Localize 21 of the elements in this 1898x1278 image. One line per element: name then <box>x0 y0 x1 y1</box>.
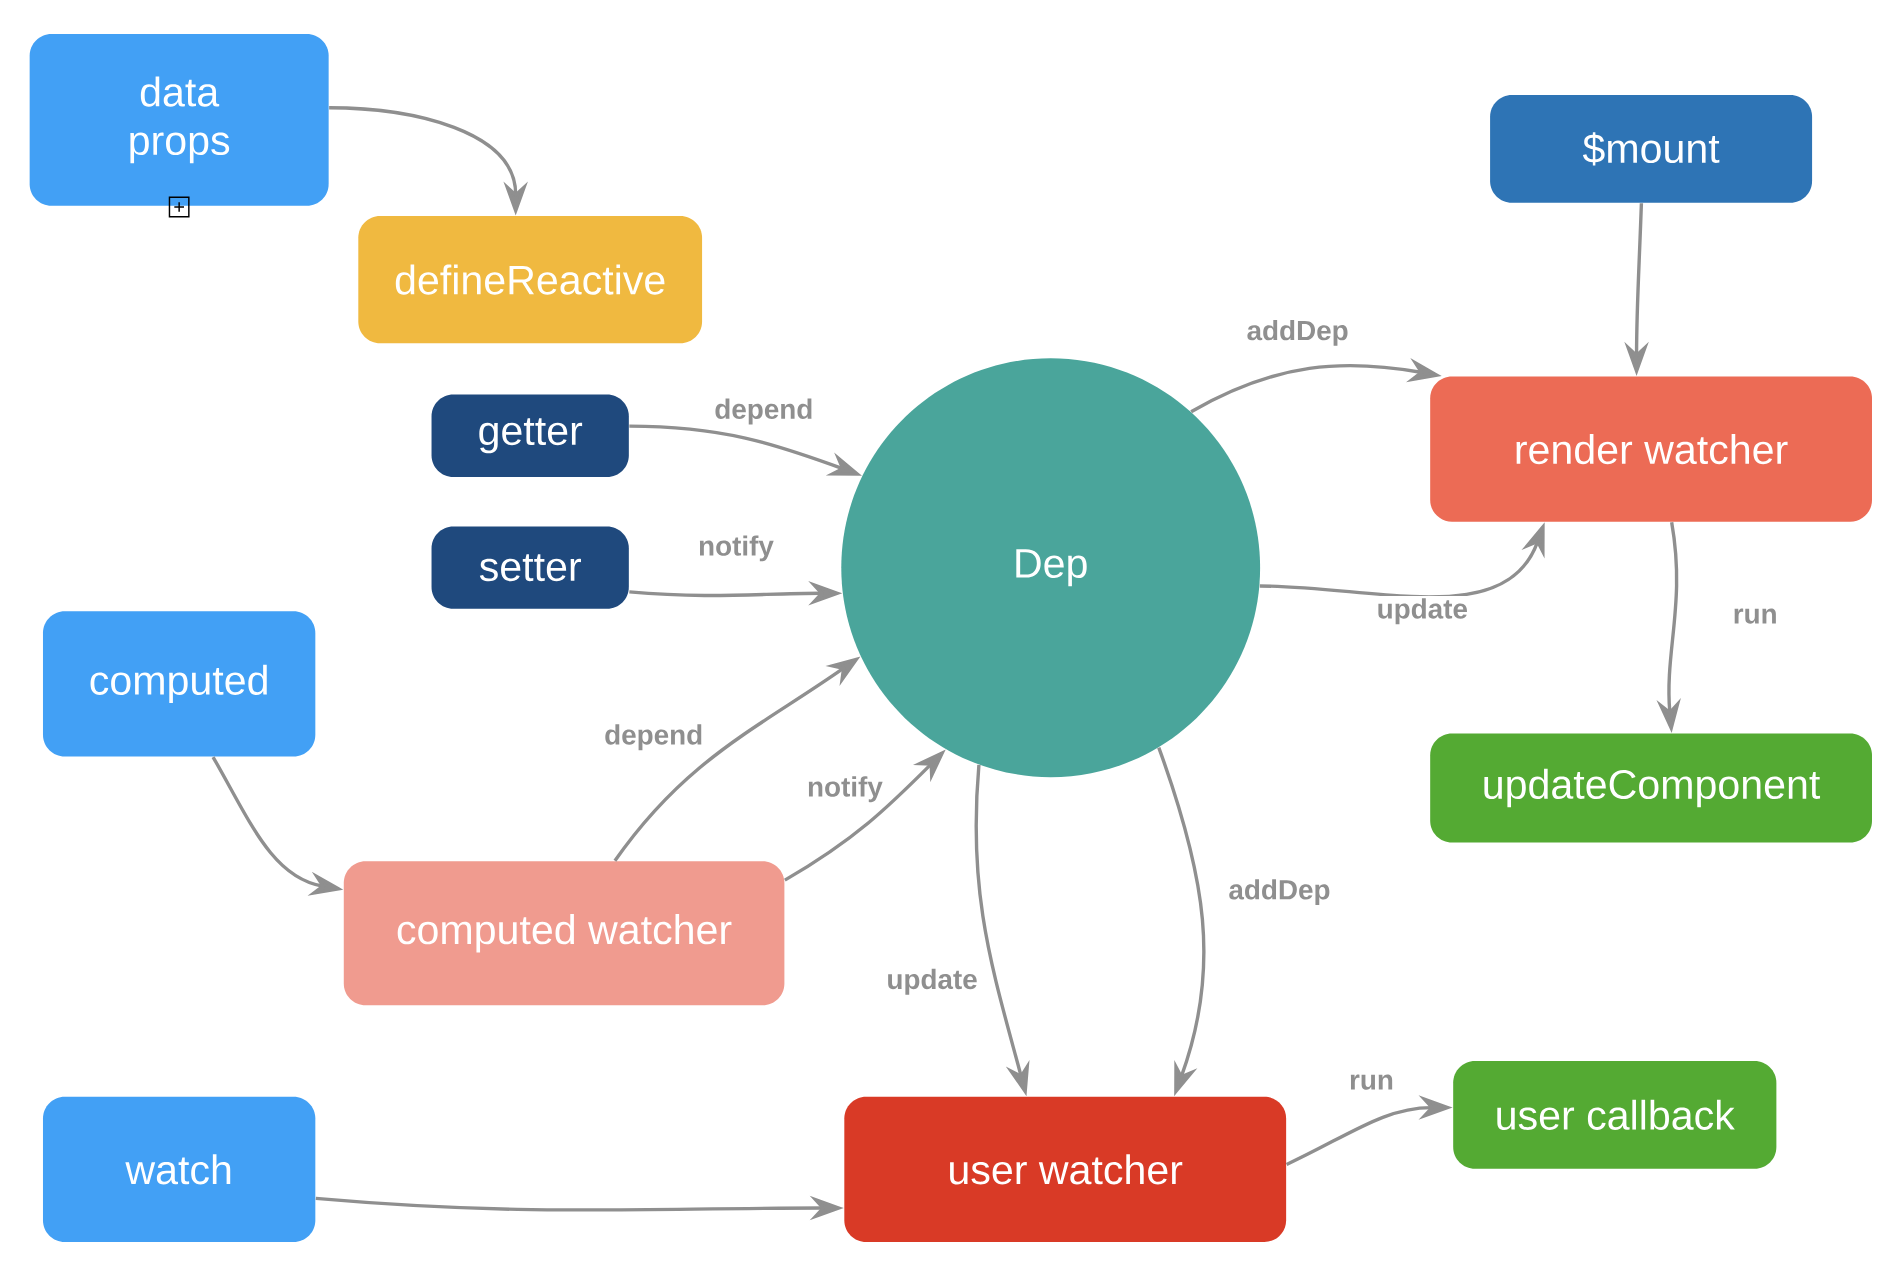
process-box: updateComponent <box>1430 733 1872 843</box>
process-box: watch <box>42 1096 316 1242</box>
edge-label: run <box>1730 605 1781 627</box>
process-box: data props <box>29 33 329 206</box>
edge-label: notify <box>695 532 777 564</box>
edge-label: update <box>884 966 981 997</box>
process-box: setter <box>431 526 629 609</box>
process-box: user callback <box>1453 1060 1777 1169</box>
edge-label: depend <box>601 721 706 753</box>
process-box: computed watcher <box>343 861 785 1006</box>
process-box: computed <box>42 611 316 757</box>
edge-label: run <box>1346 1072 1397 1093</box>
process-box: getter <box>431 394 629 477</box>
process-box: defineReactive <box>358 215 703 344</box>
edge-label: addDep <box>1244 317 1352 349</box>
process-box: render watcher <box>1430 376 1872 522</box>
edge-label: addDep <box>1226 876 1333 908</box>
edge-label: depend <box>711 396 816 427</box>
edge-label: update <box>1374 595 1471 627</box>
process-box: $mount <box>1490 94 1813 203</box>
process-box: user watcher <box>844 1096 1287 1242</box>
